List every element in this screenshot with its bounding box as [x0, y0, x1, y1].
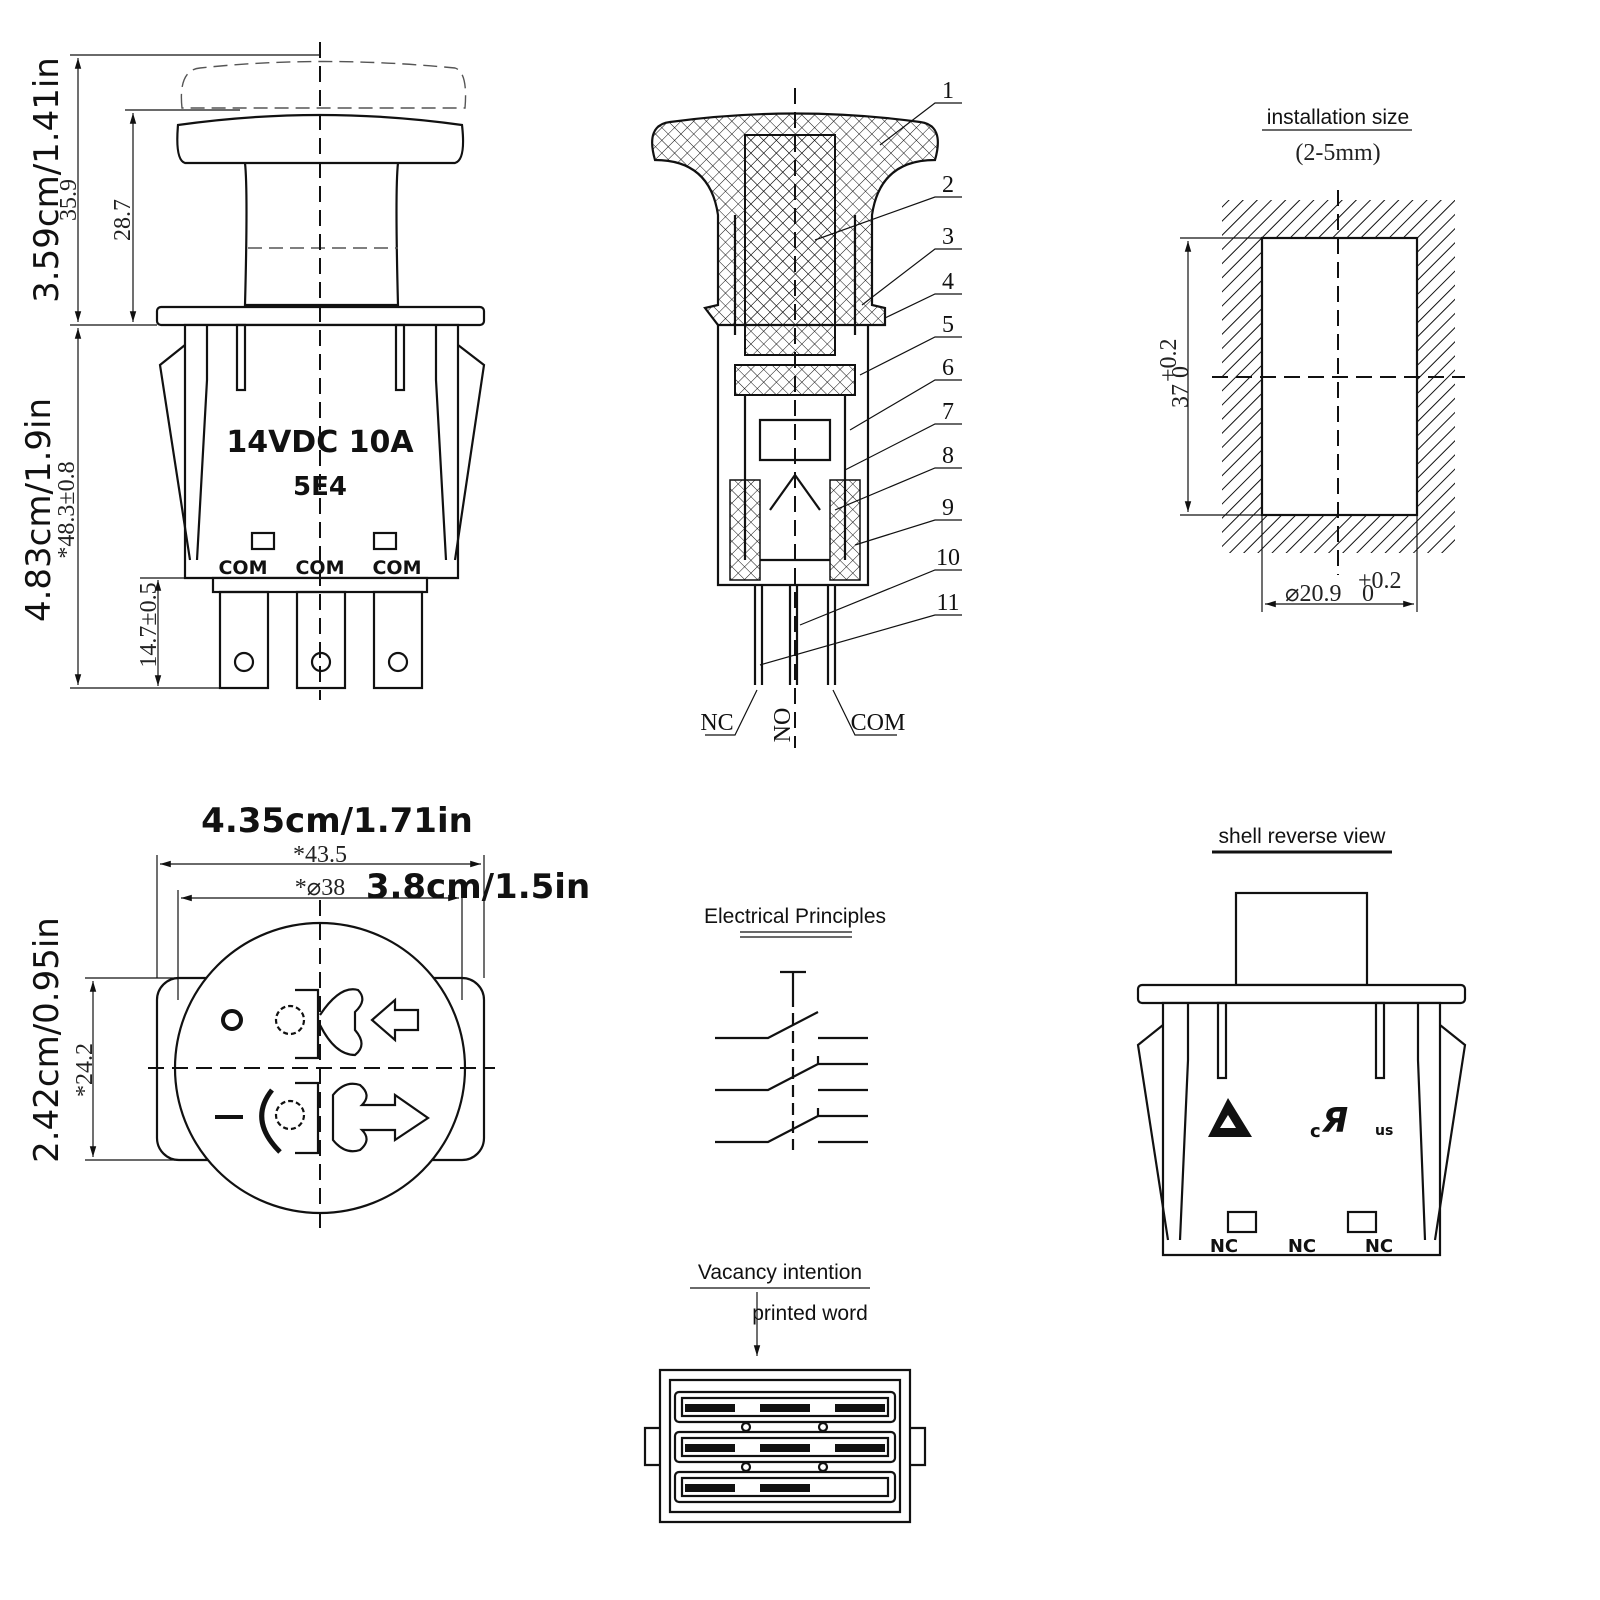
svg-text:37: 37 — [1168, 384, 1194, 408]
callout-number: 5 — [942, 312, 954, 338]
installation-size: installation size (2-5mm) 37 +0.2 0 ⌀20.… — [1156, 106, 1465, 612]
svg-text:Я: Я — [1321, 1101, 1348, 1141]
dim-body-imperial: 4.83cm/1.9in — [19, 398, 59, 622]
pins — [753, 585, 837, 685]
panel-hatch — [1222, 200, 1455, 553]
pressed-button-outline — [180, 60, 467, 109]
connector-rows — [673, 1390, 897, 1504]
width-dimension: ⌀20.9 +0.2 0 — [1285, 568, 1402, 607]
blade-icon — [274, 1004, 306, 1036]
installation-title: installation size — [1267, 106, 1409, 129]
installation-thickness: (2-5mm) — [1295, 140, 1380, 166]
arrow-left-icon — [370, 997, 420, 1043]
callout-numbers: 1 2 3 4 5 6 7 8 9 10 11 — [936, 78, 960, 616]
dim-terminal-mm: 14.7±0.5 — [136, 582, 162, 667]
callout-number: 3 — [942, 224, 954, 250]
top-view: 4.35cm/1.71in *43.5 *⌀38 3.8cm/1.5in 2.4… — [27, 801, 590, 1228]
blade-icon — [274, 1099, 306, 1131]
diameter-mm: *⌀38 — [295, 875, 345, 901]
terminal-label: COM — [218, 557, 267, 579]
terminal-label: NC — [1365, 1236, 1393, 1257]
dim-total-mm: 35.9 — [56, 179, 82, 221]
height-mm: *24.2 — [72, 1043, 98, 1097]
terminal-label: NC — [1288, 1236, 1316, 1257]
shell-title: shell reverse view — [1219, 825, 1387, 848]
svg-text:0: 0 — [1362, 581, 1374, 607]
callout-number: 11 — [936, 590, 959, 616]
dim-stroke-mm: 28.7 — [110, 199, 136, 241]
height-imperial: 2.42cm/0.95in — [27, 917, 67, 1163]
body — [183, 323, 460, 580]
vacancy-intention: Vacancy intention printed word — [643, 1261, 927, 1524]
callout-number: 9 — [942, 495, 954, 521]
svg-text:+0.2: +0.2 — [1156, 338, 1182, 382]
callout-leaders — [705, 102, 962, 736]
vacancy-title: Vacancy intention — [698, 1261, 862, 1284]
svg-text:⌀20.9: ⌀20.9 — [1285, 581, 1341, 607]
switch-schematic — [715, 970, 868, 1150]
section-view: 1 2 3 4 5 6 7 8 9 10 11 NC NO COM — [651, 78, 962, 748]
pin-label-com: COM — [851, 710, 906, 736]
plunger — [744, 134, 836, 356]
callout-number: 10 — [936, 545, 960, 571]
callout-number: 2 — [942, 172, 954, 198]
off-symbol-icon — [221, 1009, 243, 1031]
callout-number: 7 — [942, 399, 954, 425]
callout-number: 4 — [942, 269, 954, 295]
diameter-imperial: 3.8cm/1.5in — [366, 867, 590, 907]
width-imperial: 4.35cm/1.71in — [201, 801, 473, 841]
callout-number: 1 — [942, 78, 954, 104]
callout-number: 6 — [942, 355, 954, 381]
electrical-title: Electrical Principles — [704, 905, 886, 928]
svg-text:0: 0 — [1168, 366, 1194, 378]
width-mm: *43.5 — [293, 842, 347, 868]
terminal-label: COM — [372, 557, 421, 579]
electrical-principles: Electrical Principles — [704, 905, 886, 1150]
shell-reverse-view: shell reverse view c Я us NC NC NC — [1136, 825, 1467, 1257]
dim-body-mm: *48.3±0.8 — [54, 461, 80, 558]
ul-cert-icon: c Я us — [1310, 1101, 1393, 1142]
svg-text:us: us — [1375, 1123, 1393, 1139]
triangle-mark-icon — [1208, 1098, 1252, 1137]
pin-label-no: NO — [770, 708, 796, 743]
height-dimension: 37 +0.2 0 — [1156, 338, 1194, 408]
terminal-label: COM — [295, 557, 344, 579]
contact-slots — [685, 1404, 885, 1492]
pin-label-nc: NC — [700, 710, 733, 736]
callout-number: 8 — [942, 443, 954, 469]
terminals — [218, 590, 424, 690]
dim-total-imperial: 3.59cm/1.41in — [27, 57, 67, 303]
svg-text:c: c — [1310, 1121, 1321, 1142]
terminal-label: NC — [1210, 1236, 1238, 1257]
side-view: 14VDC 10A 5E4 COM COM COM 3.59cm/1.41in … — [19, 42, 486, 700]
engage-symbols — [259, 988, 430, 1155]
svg-text:+0.2: +0.2 — [1358, 568, 1402, 594]
printed-word-note: printed word — [752, 1302, 868, 1325]
arrow-right-icon — [331, 1082, 430, 1153]
